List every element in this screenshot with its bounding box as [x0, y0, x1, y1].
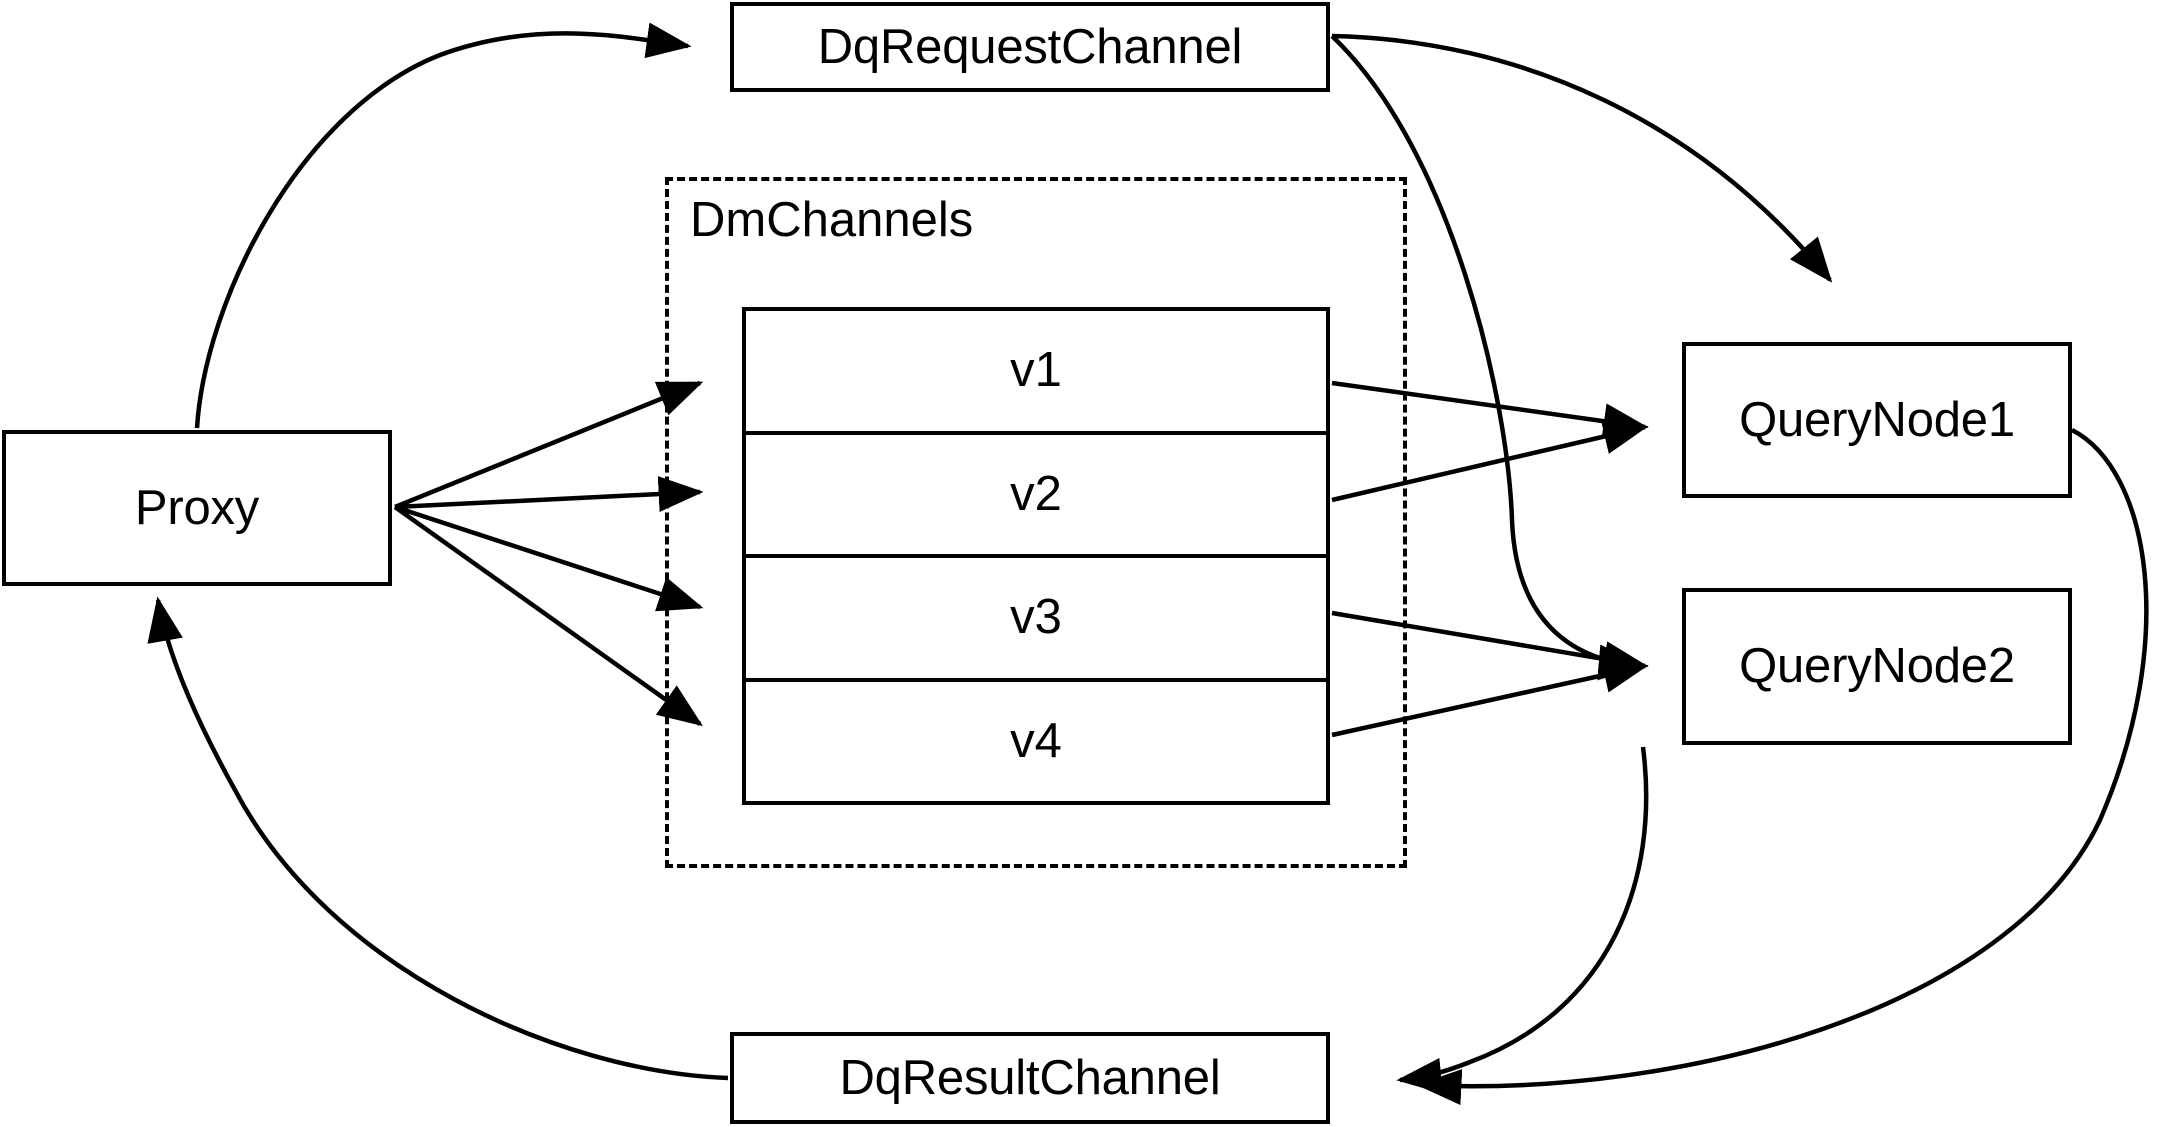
edge-proxy-to-v1 [394, 380, 704, 510]
vchannel-row-label: v3 [1010, 590, 1062, 645]
vchannel-row-label: v4 [1010, 713, 1062, 768]
edge-dqresultchannel-to-proxy [147, 596, 729, 1081]
node-dq-result-channel[interactable]: DqResultChannel [730, 1032, 1330, 1124]
edge-proxy-to-v2 [394, 476, 704, 513]
edge-v3-to-querynode2 [1331, 610, 1649, 677]
vchannel-row-label: v2 [1010, 466, 1062, 521]
edge-v2-to-querynode1 [1331, 418, 1649, 503]
edge-querynode2-to-dqresultchannel [1396, 746, 1649, 1094]
vchannel-list: v1 v2 v3 v4 [742, 307, 1330, 805]
dm-channels-group-label: DmChannels [690, 193, 974, 247]
node-query-node-2[interactable]: QueryNode2 [1682, 588, 2072, 745]
node-query-node-2-label: QueryNode2 [1739, 639, 2015, 693]
node-dq-request-channel-label: DqRequestChannel [817, 19, 1243, 74]
node-dq-request-channel[interactable]: DqRequestChannel [730, 2, 1330, 92]
vchannel-row[interactable]: v3 [746, 558, 1326, 682]
edge-dqrequestchannel-to-querynode1 [1331, 33, 1833, 283]
node-proxy-label: Proxy [134, 480, 260, 535]
vchannel-row-label: v1 [1010, 343, 1062, 398]
node-query-node-1-label: QueryNode1 [1739, 392, 2015, 447]
edge-v4-to-querynode2 [1331, 657, 1649, 738]
edge-dqrequestchannel-to-querynode2 [1330, 34, 1644, 681]
vchannel-row[interactable]: v4 [746, 682, 1326, 802]
vchannel-row[interactable]: v2 [746, 435, 1326, 558]
edge-v1-to-querynode1 [1331, 380, 1649, 440]
node-proxy[interactable]: Proxy [2, 430, 392, 586]
vchannel-row[interactable]: v1 [746, 311, 1326, 435]
edge-proxy-to-v4 [393, 505, 703, 727]
edge-proxy-to-v3 [394, 504, 704, 612]
edge-querynode1-to-dqresultchannel [1416, 427, 2149, 1106]
edge-proxy-to-dqrequestchannel [194, 22, 692, 429]
dm-channels-group [665, 177, 1407, 868]
node-dq-result-channel-label: DqResultChannel [839, 1050, 1221, 1105]
node-query-node-1[interactable]: QueryNode1 [1682, 342, 2072, 498]
